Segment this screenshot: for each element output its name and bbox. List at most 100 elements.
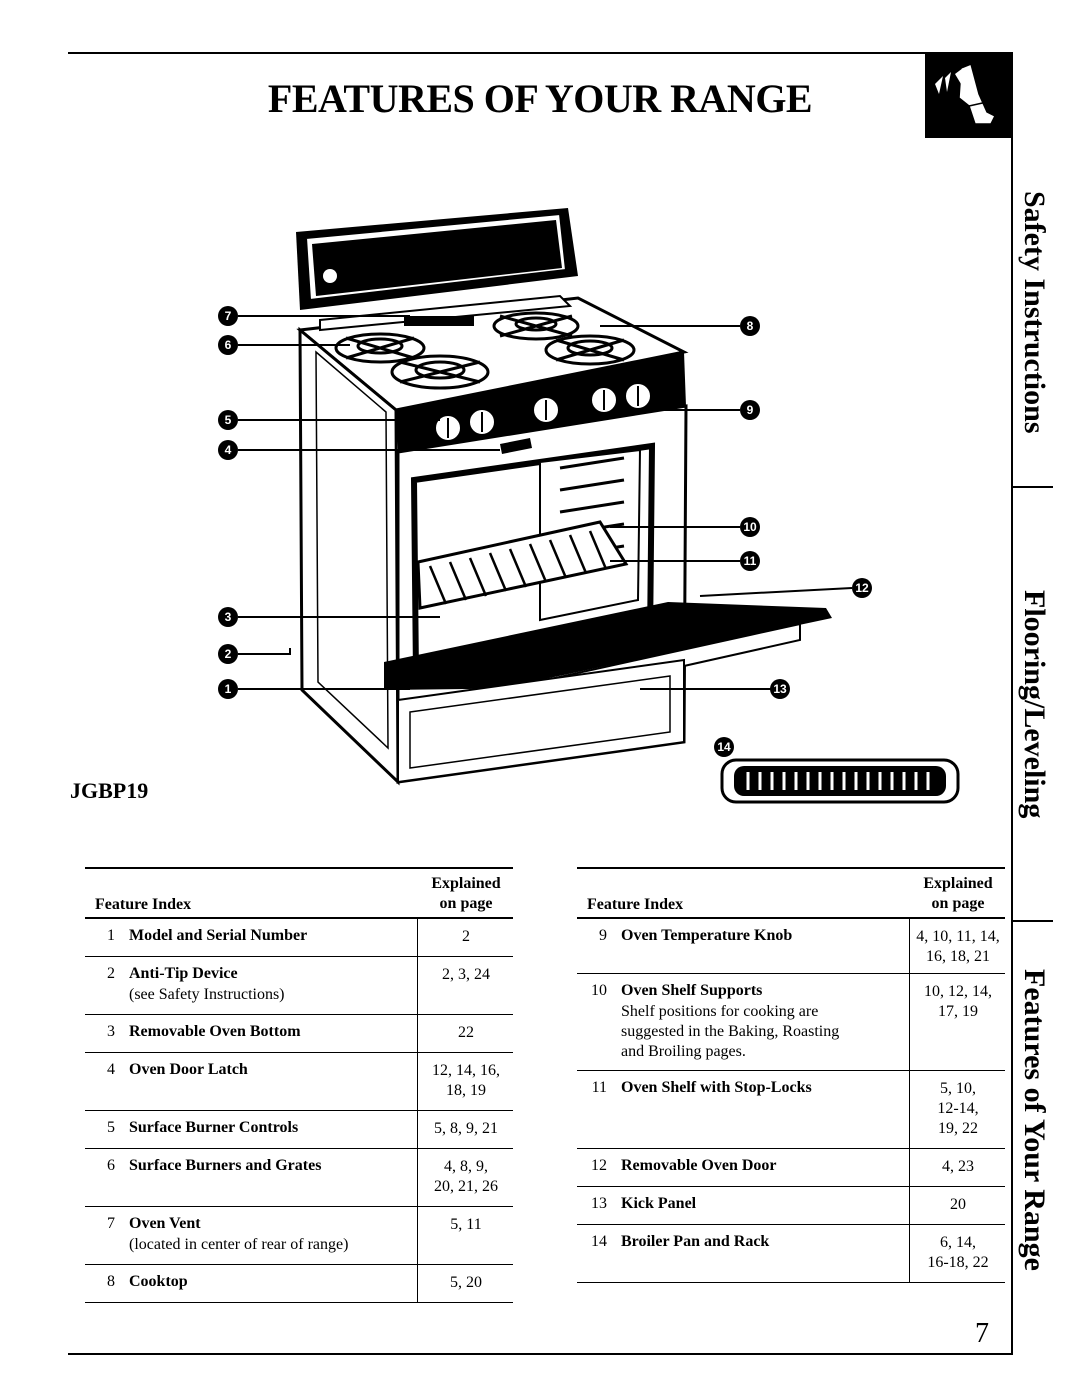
right-rule [1011,52,1013,1355]
column-divider [909,974,910,1070]
feature-name: Oven Shelf Supports [621,982,763,999]
callout-marker: 4 [218,440,238,460]
feature-name: Surface Burners and Grates [129,1157,322,1174]
hand-pointer-icon [925,54,1011,138]
feature-name: Oven Door Latch [129,1061,248,1078]
callout-marker: 7 [218,306,238,326]
feature-number: 5 [107,1119,115,1136]
column-divider [417,1265,418,1302]
tab-divider [1011,486,1053,488]
callout-marker: 10 [740,517,760,537]
callout-marker: 13 [770,679,790,699]
explained-on-page-value: 5, 10, 12-14, 19, 22 [937,1080,979,1137]
callout-marker: 3 [218,607,238,627]
callout-marker: 1 [218,679,238,699]
feature-index-header: Feature Index [587,896,684,913]
callout-marker: 12 [852,578,872,598]
feature-number: 9 [599,927,607,944]
feature-number: 12 [591,1157,607,1174]
bottom-rule [68,1353,1012,1355]
callout-marker: 11 [740,551,760,571]
callout-marker: 8 [740,316,760,336]
feature-name: Cooktop [129,1273,188,1290]
feature-number: 1 [107,927,115,944]
explained-on-page-header: Explained on page [911,874,1005,914]
column-divider [909,1149,910,1186]
feature-name: Removable Oven Bottom [129,1023,301,1040]
feature-number: 6 [107,1157,115,1174]
feature-description: Shelf positions for cooking are suggeste… [621,1003,840,1060]
explained-on-page-value: 5, 20 [450,1274,482,1291]
feature-number: 2 [107,965,115,982]
callout-marker: 6 [218,335,238,355]
column-divider [909,1225,910,1282]
explained-on-page-value: 4, 8, 9, 20, 21, 26 [434,1158,498,1195]
table-row: 6 Surface Burners and Grates 4, 8, 9, 20, … [85,1149,513,1207]
feature-number: 14 [591,1233,607,1250]
table-row: 9 Oven Temperature Knob 4, 10, 11, 14, 16,… [577,919,1005,974]
explained-on-page-value: 5, 8, 9, 21 [434,1120,498,1137]
explained-on-page-value: 12, 14, 16, 18, 19 [432,1062,500,1099]
column-divider [417,1015,418,1052]
explained-on-page-value: 4, 10, 11, 14, 16, 18, 21 [916,928,1000,965]
on-page-header: on page [439,895,493,912]
tab-divider [1011,920,1053,922]
feature-name: Anti-Tip Device [129,965,238,982]
feature-index-table-right: Feature Index Explained on page 9 Oven Tempe… [577,867,1005,1283]
callout-marker: 5 [218,410,238,430]
top-rule [68,52,1012,54]
tab-label: Safety Instructions [1018,190,1051,434]
feature-description: (see Safety Instructions) [129,986,285,1003]
column-divider [909,919,910,973]
page-title: FEATURES OF YOUR RANGE [267,76,813,121]
callout-marker: 9 [740,400,760,420]
feature-number: 3 [107,1023,115,1040]
feature-number: 10 [591,982,607,999]
column-divider [909,1071,910,1148]
explained-on-page-value: 6, 14, 16-18, 22 [927,1234,989,1271]
feature-name: Surface Burner Controls [129,1119,299,1136]
callout-marker: 2 [218,644,238,664]
table-row: 5 Surface Burner Controls 5, 8, 9, 21 [85,1111,513,1149]
table-row: 8 Cooktop 5, 20 [85,1265,513,1303]
table-row: 14 Broiler Pan and Rack 6, 14, 16-18, 22 [577,1225,1005,1283]
column-divider [417,919,418,956]
feature-name: Oven Temperature Knob [621,927,793,944]
table-header: Feature Index Explained on page [577,867,1005,919]
column-divider [417,1207,418,1264]
on-page-header: on page [931,895,985,912]
feature-name: Broiler Pan and Rack [621,1233,770,1250]
column-divider [417,957,418,1014]
explained-on-page-value: 2 [462,928,470,945]
feature-number: 8 [107,1273,115,1290]
feature-description: (located in center of rear of range) [129,1236,349,1253]
page-number: 7 [975,1318,989,1349]
model-number: JGBP19 [70,778,149,803]
feature-number: 4 [107,1061,115,1078]
tab-safety-instructions[interactable]: Safety Instructions [1013,138,1055,486]
explained-on-page-value: 20 [950,1196,966,1213]
tab-label: Flooring/Leveling [1018,589,1051,819]
tab-features-of-your-range[interactable]: Features of Your Range [1013,922,1055,1318]
feature-name: Removable Oven Door [621,1157,777,1174]
feature-name: Oven Shelf with Stop-Locks [621,1079,812,1096]
explained-header: Explained [923,875,993,892]
column-divider [417,1111,418,1148]
explained-on-page-value: 2, 3, 24 [442,966,490,983]
column-divider [909,1187,910,1224]
feature-index-header: Feature Index [95,896,192,913]
tab-label: Features of Your Range [1018,969,1051,1271]
feature-name: Model and Serial Number [129,927,308,944]
tab-flooring-leveling[interactable]: Flooring/Leveling [1013,488,1055,920]
callout-marker: 14 [714,737,734,757]
explained-on-page-value: 4, 23 [942,1158,974,1175]
feature-number: 13 [591,1195,607,1212]
feature-number: 7 [107,1215,115,1232]
